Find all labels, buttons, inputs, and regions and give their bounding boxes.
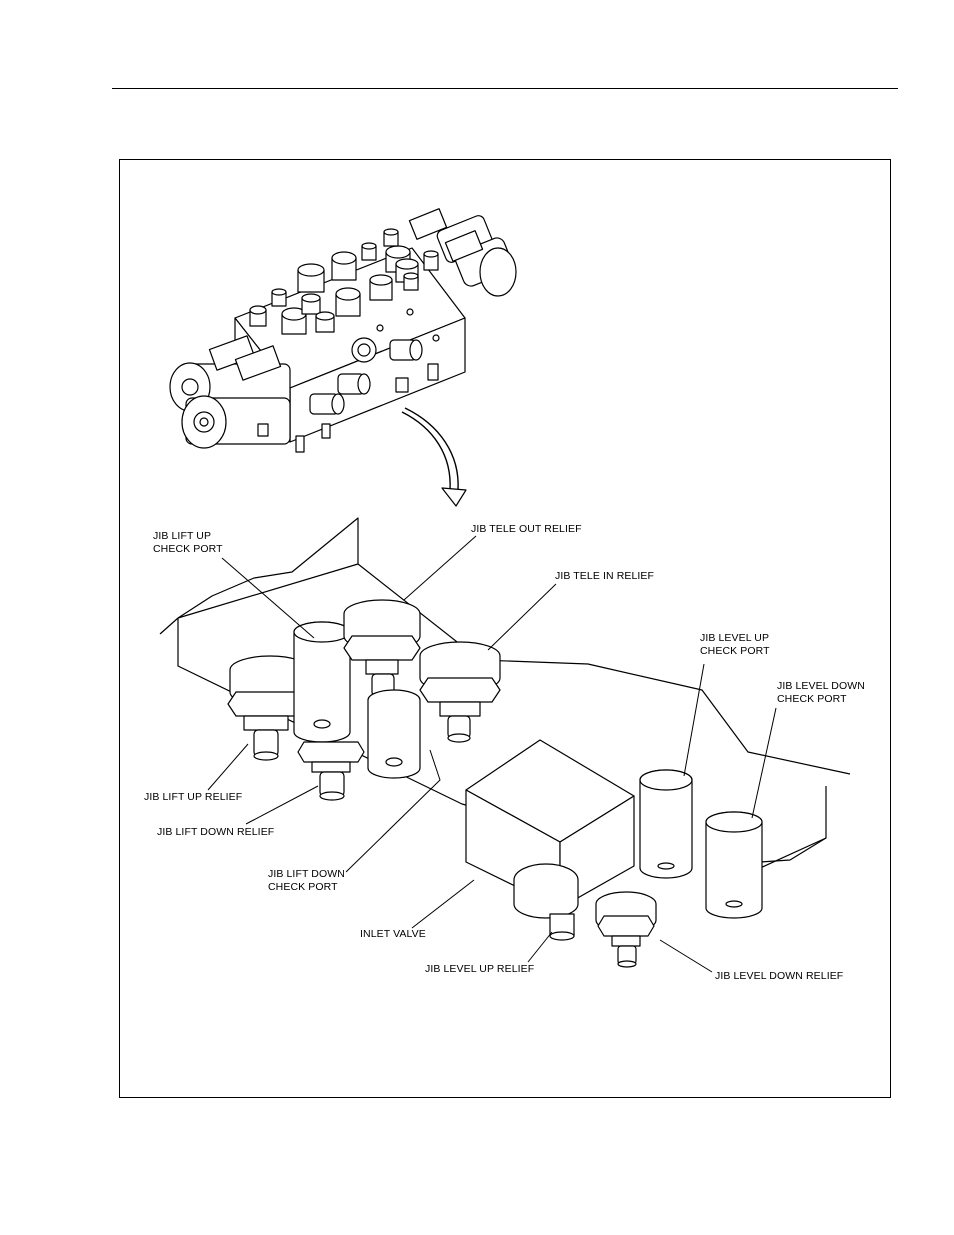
label-jib-level-down-relief: JIB LEVEL DOWN RELIEF (715, 970, 843, 983)
label-jib-level-up-relief: JIB LEVEL UP RELIEF (425, 963, 534, 976)
leader-jib-level-up-relief (528, 932, 552, 962)
valve-assembly-overview (170, 209, 516, 506)
label-jib-lift-down-relief: JIB LIFT DOWN RELIEF (157, 826, 274, 839)
leader-jib-tele-in-relief (488, 584, 556, 650)
label-jib-lift-up-relief: JIB LIFT UP RELIEF (144, 791, 242, 804)
leader-jib-lift-down-relief (246, 786, 318, 824)
label-jib-tele-out-relief: JIB TELE OUT RELIEF (471, 523, 582, 536)
leader-jib-lift-up-relief (208, 744, 248, 790)
leader-jib-level-up-check-port (684, 664, 704, 776)
label-inlet-valve: INLET VALVE (360, 928, 426, 941)
leader-inlet-valve (412, 880, 474, 928)
label-jib-tele-in-relief: JIB TELE IN RELIEF (555, 570, 654, 583)
leader-jib-tele-out-relief (404, 536, 476, 600)
leader-jib-level-down-check-port (752, 708, 776, 818)
leader-jib-level-down-relief (660, 940, 712, 972)
valve-detail (160, 518, 850, 972)
leader-jib-lift-up-check-port (222, 558, 314, 638)
